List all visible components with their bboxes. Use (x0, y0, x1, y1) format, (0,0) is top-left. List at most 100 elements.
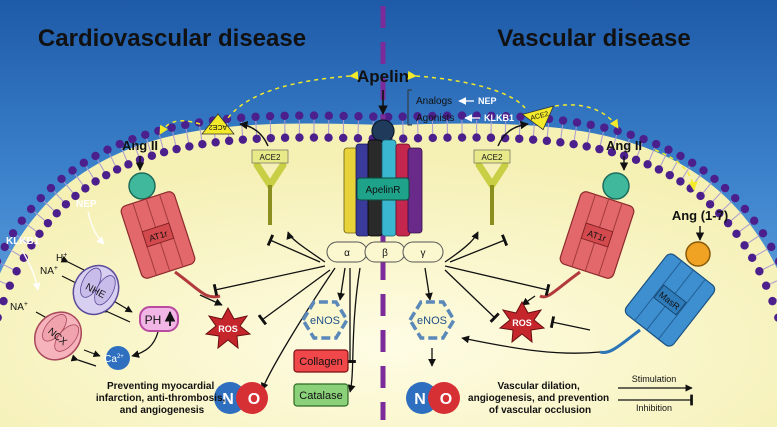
masr-tail (599, 328, 641, 355)
lipid-head (486, 133, 496, 142)
lipid-head (112, 165, 122, 174)
heading-vascular: Vascular disease (497, 25, 690, 52)
lipid-head (457, 133, 467, 142)
lipid-head (528, 135, 538, 144)
ace2-floating-left: ACE2 (201, 113, 235, 135)
svg-text:O: O (440, 391, 452, 408)
collagen-box (293, 349, 349, 373)
enos-left: eNOS (300, 300, 350, 340)
lipid-head (266, 133, 276, 143)
lipid-head (35, 229, 44, 239)
lipid-head (128, 134, 137, 144)
lipid-head (185, 142, 194, 151)
ang2-left-label: Ang II (122, 138, 158, 153)
lipid-head (749, 216, 759, 225)
lipid-head (755, 267, 764, 276)
lipid-head (147, 151, 157, 160)
analogs-bracket (407, 89, 412, 126)
lipid-head (600, 123, 609, 132)
lipid-head (52, 209, 61, 218)
lipid-head (91, 151, 100, 161)
heading-cardiovascular: Cardiovascular disease (38, 25, 306, 52)
lipid-head (124, 160, 133, 169)
masr-receptor: MasR (624, 253, 716, 347)
svg-text:Ca2+: Ca2+ (104, 354, 124, 365)
lipid-head (79, 158, 89, 168)
legend-stimulation-label: Stimulation (632, 374, 677, 384)
lipid-head (324, 111, 334, 120)
legend: Stimulation Inhibition (618, 374, 693, 413)
at1r-right-receptor: AT1r (559, 191, 635, 279)
lipid-head (91, 177, 100, 186)
lipid-head (442, 111, 452, 120)
lipid-head (582, 142, 591, 151)
ph-to-ca-arrow (131, 331, 159, 358)
svg-text:α: α (344, 248, 350, 259)
ang2-right-ball (602, 172, 630, 200)
lipid-head (36, 193, 46, 203)
lipid-head (237, 113, 246, 122)
lipid-head (723, 218, 733, 228)
lipid-head (558, 116, 568, 125)
lipid-head (265, 111, 275, 121)
lipid-head (740, 204, 750, 214)
lipid-head (767, 242, 776, 252)
lipid-head (12, 267, 21, 276)
lipid-head (654, 165, 664, 174)
lipid-head (699, 166, 708, 175)
svg-text:ROS: ROS (218, 324, 238, 334)
lipid-head (639, 134, 648, 144)
svg-text:eNOS: eNOS (310, 315, 340, 327)
lipid-head (626, 130, 635, 139)
lipid-head (413, 134, 423, 143)
catalase-box (293, 383, 349, 407)
lipid-head (0, 242, 9, 252)
ang17-ball (685, 241, 711, 267)
lipid-head (81, 184, 90, 193)
lipid-head (758, 229, 768, 238)
lipid-head (472, 133, 481, 142)
svg-text:O: O (248, 391, 260, 408)
lipid-head (676, 177, 685, 186)
lipid-head (353, 134, 363, 143)
lipid-head (613, 126, 622, 136)
lipid-head (443, 133, 452, 142)
lipid-head (238, 135, 248, 144)
lipid-head (515, 134, 524, 143)
lipid-head (705, 200, 715, 209)
calcium-ion: Ca2+ (104, 346, 130, 370)
lipid-head (651, 139, 661, 149)
lipid-head (595, 144, 604, 154)
klkb1-left-arrow (21, 249, 41, 291)
svg-text:ROS: ROS (512, 318, 532, 328)
left-outcome-text: Preventing myocardial infarction, anti-t… (96, 381, 228, 416)
lipid-head (339, 133, 348, 143)
lipid-head (687, 158, 697, 168)
apelinr-label: ApelinR (365, 185, 400, 196)
ace2-right-curved-arrow (497, 120, 529, 147)
klkb1-left-label: KLKB1 (6, 236, 40, 247)
ace2-left-to-ang2-dash (159, 120, 201, 135)
lipid-head (224, 136, 234, 146)
collagen-label: Collagen (299, 356, 342, 368)
svg-text:N: N (222, 391, 234, 408)
lipid-head (732, 229, 741, 239)
at1r-right-tail (539, 270, 581, 299)
lipid-head (710, 174, 719, 184)
lipid-tail (768, 261, 777, 267)
ang2-to-ang17-dash (654, 149, 698, 191)
lipid-head (747, 253, 757, 263)
lipid-head (457, 111, 467, 120)
lipid-head (607, 148, 617, 157)
lipid-head (280, 133, 290, 142)
apelin-to-ace2-left-dash (227, 70, 359, 119)
ace2-left-curved-arrow (239, 121, 269, 147)
lipid-head (720, 183, 730, 193)
lipid-head (5, 281, 15, 290)
ace2-floating-right: ACE2 (521, 105, 555, 131)
lipid-head (198, 140, 207, 149)
ang2-right-label: Ang II (606, 138, 642, 153)
subunit-gamma (402, 241, 444, 263)
ace2-right-to-ang2-dash (554, 104, 619, 129)
